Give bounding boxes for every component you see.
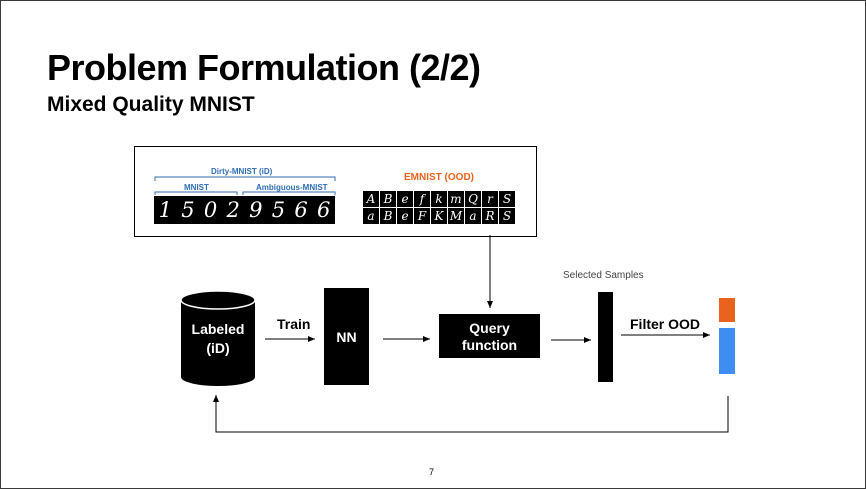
nn-label: NN: [336, 329, 357, 345]
mnist-digit-strip: 1 5 0 2 9 5 6 6: [154, 196, 335, 224]
mnist-label: MNIST: [184, 183, 209, 192]
selected-samples-label: Selected Samples: [563, 270, 644, 281]
letter-sample: M: [448, 208, 464, 224]
selected-samples-bar: [598, 292, 613, 382]
letter-sample: B: [380, 191, 396, 207]
letter-sample: Q: [465, 191, 481, 207]
nn-block: [324, 288, 369, 385]
letter-sample: R: [482, 208, 498, 224]
slide-title: Problem Formulation (2/2): [47, 47, 481, 88]
emnist-label: EMNIST (OOD): [404, 172, 474, 183]
ood-samples-block: [719, 298, 735, 322]
letter-sample: m: [448, 191, 464, 207]
page-number: 7: [429, 467, 435, 477]
train-label: Train: [277, 316, 311, 332]
digit-sample: 9: [249, 198, 263, 222]
digit-sample: 0: [203, 198, 218, 222]
letter-sample: F: [414, 208, 430, 224]
digit-sample: 6: [317, 198, 331, 222]
query-label-line1: Query: [469, 320, 510, 336]
letter-sample: a: [465, 208, 481, 224]
query-function-label: Query function: [439, 320, 540, 354]
dirty-mnist-bracket: [154, 176, 336, 195]
digit-sample: 5: [271, 198, 286, 222]
letter-sample: f: [414, 191, 430, 207]
database-icon: [180, 290, 256, 386]
query-label-line2: function: [461, 337, 518, 353]
digit-sample: 1: [158, 198, 172, 222]
ambiguous-mnist-label: Ambiguous-MNIST: [256, 183, 328, 192]
labeled-database-label: Labeled (iD): [181, 320, 255, 358]
letter-sample: S: [499, 208, 515, 224]
letter-sample: e: [397, 191, 413, 207]
digit-sample: 5: [181, 198, 195, 222]
letter-sample: a: [363, 208, 379, 224]
dirty-mnist-label: Dirty-MNIST (iD): [211, 167, 273, 176]
emnist-letter-grid: A B e f k m Q r S a B e F K M a R S: [363, 191, 515, 224]
database-label-line2: (iD): [206, 340, 230, 356]
digit-sample: 2: [226, 198, 240, 222]
digit-sample: 6: [294, 198, 308, 222]
letter-sample: k: [431, 191, 447, 207]
feedback-loop-arrow: [213, 395, 729, 433]
filter-ood-label: Filter OOD: [630, 316, 701, 332]
letter-sample: K: [431, 208, 447, 224]
letter-sample: A: [363, 191, 379, 207]
id-samples-block: [719, 328, 735, 374]
letter-sample: B: [380, 208, 396, 224]
letter-sample: r: [482, 191, 498, 207]
query-function-block: [439, 314, 540, 358]
letter-sample: S: [499, 191, 515, 207]
database-label-line1: Labeled: [191, 321, 245, 337]
letter-sample: e: [397, 208, 413, 224]
slide-subtitle: Mixed Quality MNIST: [47, 93, 255, 116]
